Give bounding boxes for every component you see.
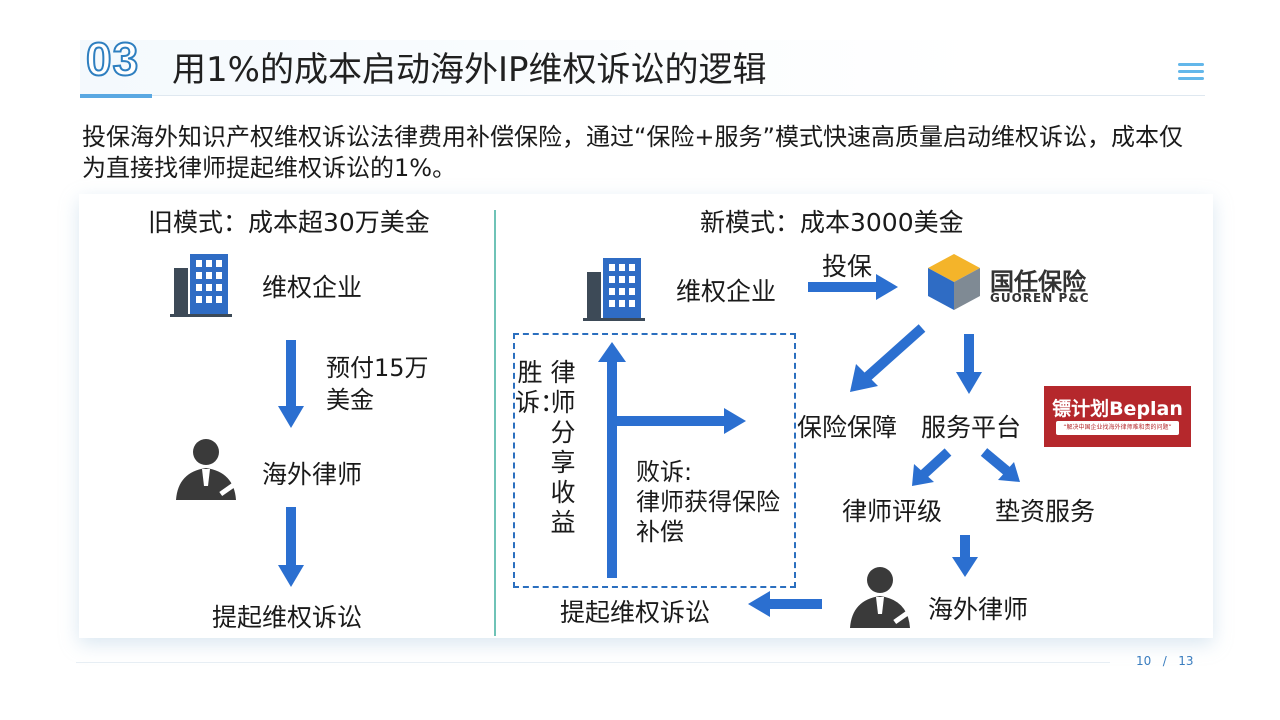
guoren-logo-icon — [928, 254, 980, 310]
beplan-logo: 镖计划Beplan “解决中国企业找海外律师难和贵的问题” — [1044, 386, 1191, 447]
page-title: 用1%的成本启动海外IP维权诉讼的逻辑 — [172, 50, 767, 90]
lose-line1: 败诉: — [636, 458, 693, 486]
new-litigation-label: 提起维权诉讼 — [560, 598, 711, 627]
insurer-name-en: GUOREN P&C — [990, 291, 1090, 305]
old-prepay-line1: 预付15万 — [326, 354, 429, 382]
old-arrow-down-2 — [278, 507, 304, 587]
old-lawyer-label: 海外律师 — [262, 460, 363, 489]
new-model-heading: 新模式：成本3000美金 — [700, 208, 964, 237]
win-share-label: 律师分享收益 — [550, 358, 576, 537]
lawyer-rating-label: 律师评级 — [842, 497, 943, 526]
beplan-slogan: “解决中国企业找海外律师难和贵的问题” — [1063, 424, 1172, 431]
lose-line2: 律师获得保险 — [636, 488, 780, 516]
old-prepay-line2: 美金 — [326, 386, 374, 414]
beplan-name: 镖计划Beplan — [1052, 398, 1183, 420]
insurance-guarantee-label: 保险保障 — [797, 413, 898, 442]
outcome-box — [513, 333, 796, 588]
new-lawyer-icon — [850, 567, 910, 628]
panel-divider — [494, 210, 496, 636]
header-divider — [80, 95, 1205, 96]
page-total: 13 — [1178, 654, 1194, 668]
insurer-name: 国任保险 — [990, 268, 1086, 296]
old-litigation-label: 提起维权诉讼 — [212, 603, 363, 632]
lose-line3: 补偿 — [636, 518, 684, 546]
outcome-branch-arrows — [598, 342, 746, 578]
arrow-to-litigation — [748, 591, 822, 617]
section-number: 03 — [85, 32, 140, 86]
arrow-to-advance-service — [980, 448, 1020, 482]
insure-label: 投保 — [822, 252, 873, 281]
win-label: 胜诉： — [515, 358, 566, 417]
old-arrow-down-1 — [278, 340, 304, 428]
old-lawyer-icon — [176, 439, 236, 500]
insure-arrow-right — [808, 274, 898, 300]
page-indicator: 10 / 13 — [1136, 654, 1194, 668]
menu-icon[interactable] — [1178, 63, 1204, 84]
new-enterprise-label: 维权企业 — [676, 277, 777, 306]
arrow-to-overseas-lawyer — [952, 535, 978, 577]
old-building-icon — [170, 254, 232, 317]
arrow-to-service-platform — [956, 334, 982, 394]
page-current: 10 — [1136, 654, 1152, 668]
arrow-to-lawyer-rating — [912, 448, 952, 486]
new-lawyer-label: 海外律师 — [928, 595, 1029, 624]
new-building-icon — [583, 258, 645, 321]
service-platform-label: 服务平台 — [921, 413, 1022, 442]
section-number-underline — [80, 94, 152, 98]
old-enterprise-label: 维权企业 — [262, 273, 363, 302]
intro-text: 投保海外知识产权维权诉讼法律费用补偿保险，通过“保险+服务”模式快速高质量启动维… — [82, 123, 1183, 182]
header-band — [80, 40, 1205, 95]
page-separator: / — [1162, 654, 1167, 668]
old-model-heading: 旧模式：成本超30万美金 — [148, 208, 430, 237]
advance-service-label: 垫资服务 — [995, 497, 1096, 526]
footer-divider — [76, 662, 1110, 663]
arrow-to-insurance-guarantee — [850, 324, 926, 392]
